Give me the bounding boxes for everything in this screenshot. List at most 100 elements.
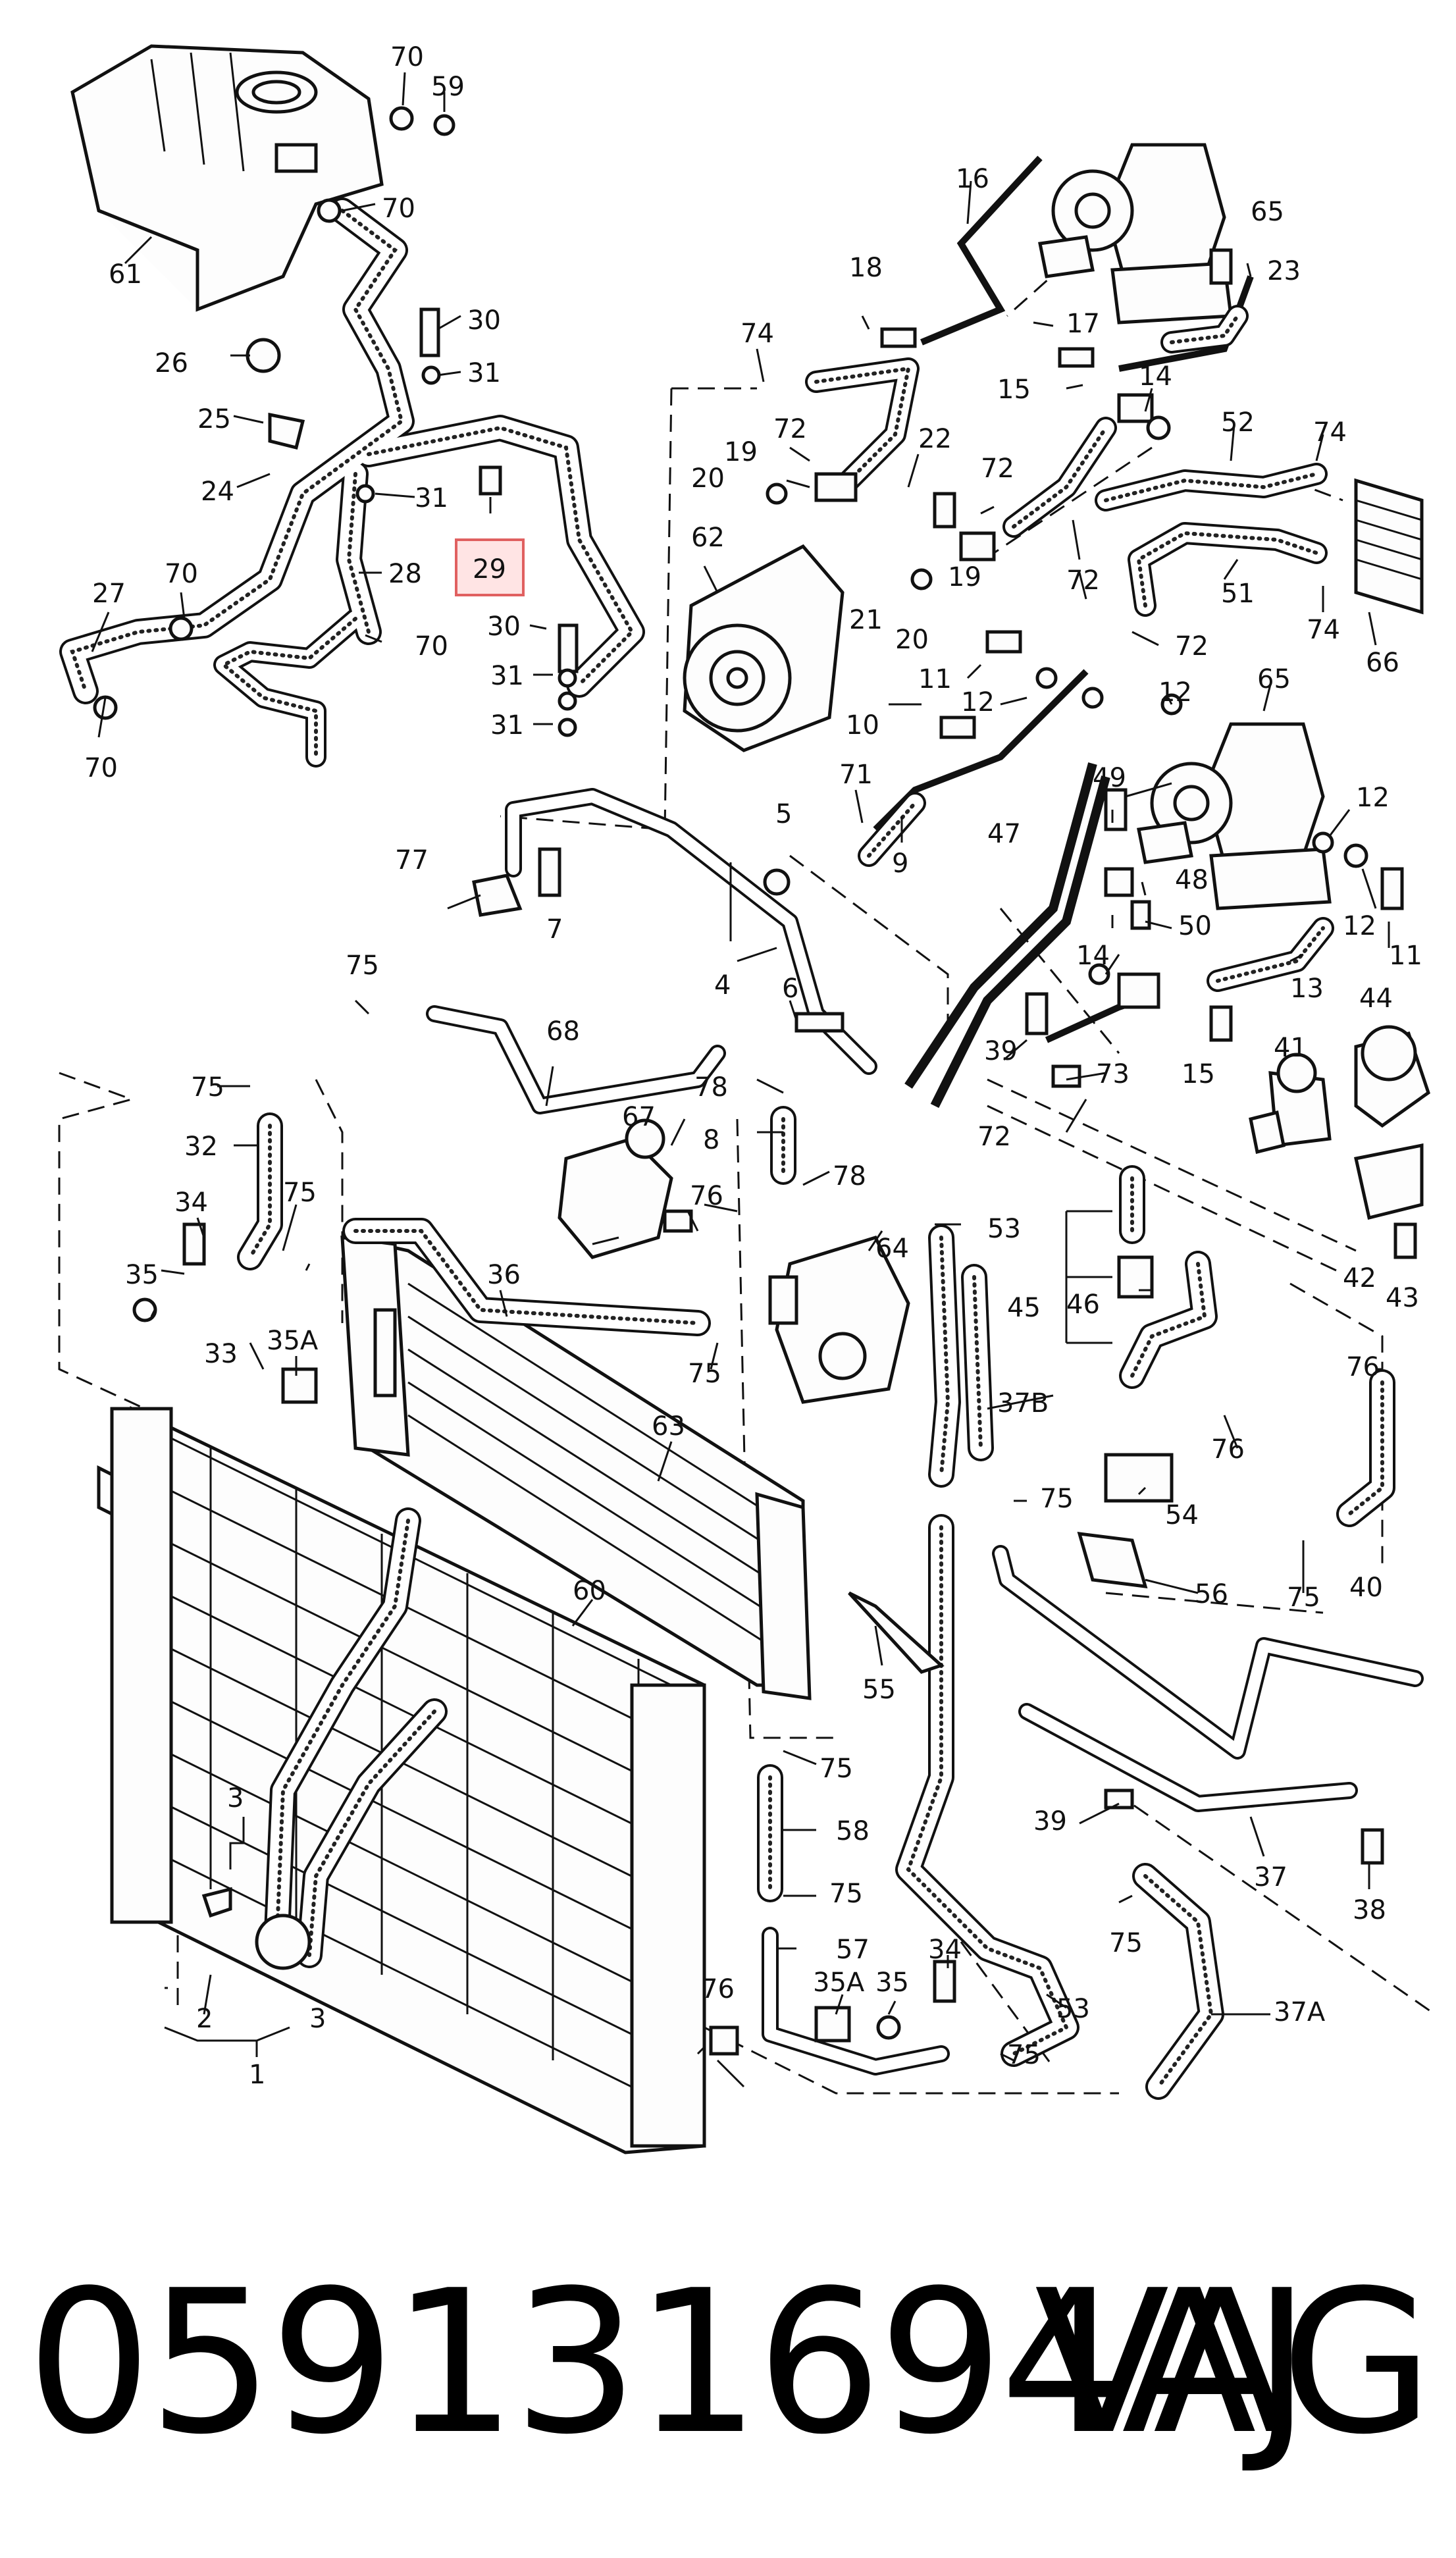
- callout-21: 21: [849, 605, 883, 635]
- callout-23: 23: [1267, 256, 1301, 286]
- callout-12: 12: [1158, 677, 1192, 708]
- callout-32: 32: [184, 1132, 218, 1162]
- callout-12: 12: [1356, 783, 1390, 813]
- callout-75: 75: [1287, 1582, 1320, 1613]
- callout-15: 15: [1182, 1059, 1215, 1089]
- callout-7: 7: [546, 914, 563, 945]
- highlighted-callout-box: [455, 538, 525, 596]
- callout-13: 13: [1290, 974, 1324, 1004]
- callout-1: 1: [249, 2060, 265, 2090]
- expansion-tank: [70, 44, 384, 312]
- callout-71: 71: [839, 760, 873, 790]
- callout-34: 34: [928, 1935, 962, 1965]
- callout-75: 75: [191, 1072, 224, 1103]
- callout-74: 74: [1307, 615, 1340, 645]
- callout-72: 72: [981, 454, 1014, 484]
- callout-35A: 35A: [267, 1326, 319, 1356]
- brand-name: VAG: [1034, 2248, 1434, 2478]
- callout-24: 24: [201, 477, 234, 507]
- callout-39: 39: [984, 1036, 1018, 1066]
- callout-35: 35: [875, 1968, 909, 1998]
- callout-53: 53: [1056, 1994, 1090, 2024]
- callout-30: 30: [487, 612, 521, 642]
- callout-78: 78: [694, 1072, 728, 1103]
- callout-76: 76: [1346, 1352, 1380, 1382]
- callout-29: 29: [473, 554, 506, 585]
- callout-72: 72: [1066, 565, 1100, 596]
- callout-39: 39: [1033, 1806, 1067, 1837]
- callout-68: 68: [546, 1016, 580, 1047]
- callout-10: 10: [846, 710, 879, 741]
- callout-12: 12: [1343, 911, 1376, 941]
- callout-43: 43: [1386, 1283, 1419, 1313]
- callout-31: 31: [490, 661, 524, 691]
- callout-51: 51: [1221, 579, 1255, 609]
- callout-17: 17: [1066, 309, 1100, 339]
- callout-56: 56: [1195, 1579, 1228, 1609]
- callout-26: 26: [155, 348, 188, 378]
- alternator: [683, 544, 845, 752]
- callout-25: 25: [197, 404, 231, 434]
- callout-75: 75: [1007, 2040, 1041, 2070]
- callout-63: 63: [652, 1411, 685, 1442]
- callout-33: 33: [204, 1339, 238, 1369]
- callout-37A: 37A: [1274, 1997, 1326, 2027]
- callout-57: 57: [836, 1935, 870, 1965]
- assembly-guide-lines: [58, 209, 1436, 2095]
- coolant-system-exploded-diagram: 70 59 70 61 30 31 26 25 24 31 28 29 30 3…: [58, 42, 1436, 2154]
- callout-40: 40: [1349, 1573, 1383, 1603]
- callout-70: 70: [382, 194, 415, 224]
- callout-75: 75: [283, 1178, 317, 1208]
- turbocharger-upper: [1038, 143, 1233, 325]
- callout-59: 59: [431, 72, 465, 102]
- callout-2: 2: [196, 2004, 213, 2034]
- auxiliary-water-pump: [558, 1118, 693, 1259]
- callout-22: 22: [918, 424, 952, 454]
- thermostat-housing: [768, 1235, 910, 1404]
- callout-labels: 70 59 70 61 30 31 26 25 24 31 28 29 30 3…: [84, 42, 1422, 2090]
- callout-73: 73: [1096, 1059, 1130, 1089]
- callout-5: 5: [775, 799, 792, 829]
- control-valve: [1354, 1025, 1430, 1220]
- callout-4: 4: [714, 970, 731, 1001]
- callout-70: 70: [84, 753, 118, 783]
- callout-47: 47: [987, 819, 1021, 849]
- callout-35A: 35A: [813, 1968, 865, 1998]
- callout-3: 3: [309, 2004, 326, 2034]
- callout-16: 16: [956, 164, 989, 194]
- callout-27: 27: [92, 579, 126, 609]
- callout-28: 28: [388, 559, 422, 589]
- callout-35: 35: [125, 1260, 159, 1290]
- callout-48: 48: [1175, 865, 1209, 895]
- callout-20: 20: [895, 625, 929, 655]
- callout-76: 76: [701, 1974, 735, 2004]
- turbocharger-lower: [1137, 722, 1332, 910]
- callout-42: 42: [1343, 1263, 1376, 1293]
- coolant-hoses: [59, 197, 1395, 2100]
- callout-31: 31: [467, 358, 501, 388]
- callout-54: 54: [1165, 1500, 1199, 1530]
- callout-74: 74: [741, 319, 774, 349]
- callout-31: 31: [415, 483, 448, 513]
- callout-61: 61: [109, 259, 142, 290]
- callout-62: 62: [691, 523, 725, 553]
- callout-60: 60: [573, 1576, 606, 1606]
- callout-3: 3: [227, 1783, 244, 1814]
- callout-75: 75: [819, 1754, 853, 1784]
- callout-76: 76: [690, 1181, 723, 1211]
- callout-50: 50: [1178, 911, 1212, 941]
- footer: 059131694AJ VAG: [0, 2258, 1456, 2468]
- callout-52: 52: [1221, 407, 1255, 438]
- callout-14: 14: [1139, 361, 1172, 392]
- callout-72: 72: [773, 414, 807, 444]
- oil-cooler: [1354, 478, 1424, 615]
- callout-8: 8: [703, 1125, 719, 1155]
- callout-18: 18: [849, 253, 883, 283]
- callout-77: 77: [395, 845, 429, 875]
- callout-37: 37: [1254, 1862, 1287, 1892]
- callout-46: 46: [1066, 1290, 1100, 1320]
- callout-15: 15: [997, 375, 1031, 405]
- callout-64: 64: [875, 1234, 909, 1264]
- callout-70: 70: [390, 42, 424, 72]
- callout-leaders: [91, 72, 1390, 2088]
